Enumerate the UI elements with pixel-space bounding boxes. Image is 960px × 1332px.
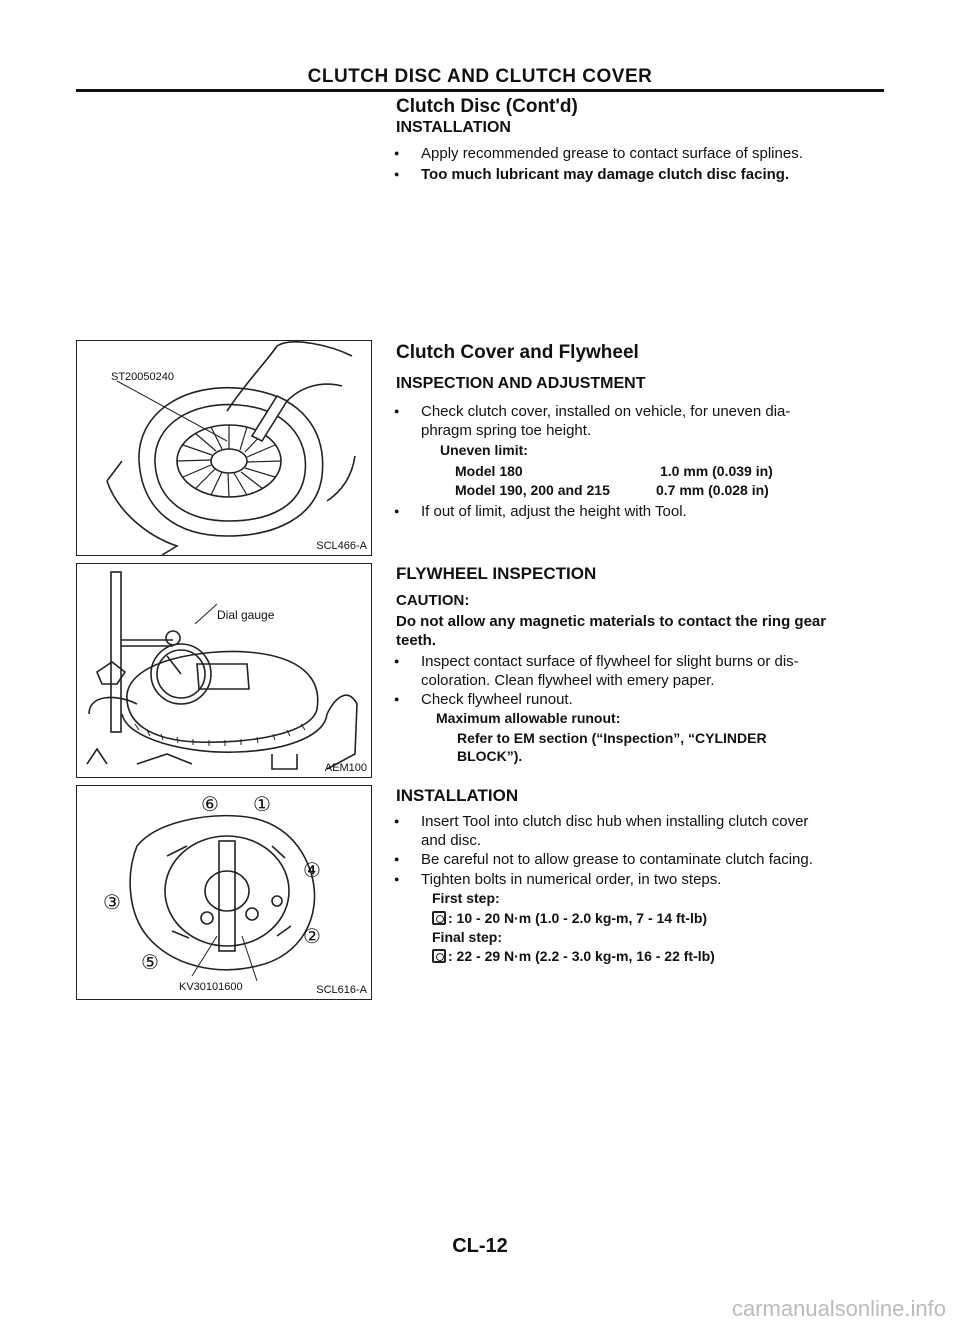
limit-model-190: Model 190, 200 and 215 bbox=[455, 482, 610, 498]
torque-wrench-icon bbox=[432, 911, 446, 925]
bullet-insert-tool: Insert Tool into clutch disc hub when in… bbox=[392, 812, 808, 850]
figure-flywheel-runout: Dial gauge AEM100 bbox=[76, 563, 372, 778]
bullet-be-careful: Be careful not to allow grease to contam… bbox=[392, 850, 813, 869]
watermark: carmanualsonline.info bbox=[731, 1296, 946, 1321]
uneven-limit-label: Uneven limit: bbox=[440, 442, 528, 458]
bolt-number-5: ⑤ bbox=[141, 952, 159, 974]
runout-reference: Refer to EM section (“Inspection”, “CYLI… bbox=[457, 730, 767, 764]
caution-text: Do not allow any magnetic materials to c… bbox=[396, 612, 826, 650]
bullet-text-line: phragm spring toe height. bbox=[421, 422, 592, 439]
bullet-inspect-contact-surface: Inspect contact surface of flywheel for … bbox=[392, 652, 799, 690]
bullet-text-line: Check clutch cover, installed on vehicle… bbox=[421, 403, 791, 420]
final-step-torque: : 22 - 29 N·m (2.2 - 3.0 kg-m, 16 - 22 f… bbox=[432, 948, 715, 964]
caution-label: CAUTION: bbox=[396, 592, 470, 609]
tool-label: ST20050240 bbox=[111, 371, 174, 383]
dial-gauge-illustration bbox=[86, 571, 358, 770]
bolt-number-6: ⑥ bbox=[201, 794, 219, 816]
limit-value-180: 1.0 mm (0.039 in) bbox=[660, 463, 773, 479]
bullet-text-line: and disc. bbox=[421, 832, 482, 849]
figure-clutch-cover-toe-height: ST20050240 SCL466-A bbox=[76, 340, 372, 556]
figure-code: AEM100 bbox=[324, 762, 367, 774]
limit-value-190: 0.7 mm (0.028 in) bbox=[656, 482, 769, 498]
bullet-check-runout: Check flywheel runout. bbox=[392, 690, 573, 709]
final-step-value: : 22 - 29 N·m (2.2 - 3.0 kg-m, 16 - 22 f… bbox=[448, 948, 715, 964]
bullet-tighten-bolts: Tighten bolts in numerical order, in two… bbox=[392, 870, 721, 889]
dial-gauge-label: Dial gauge bbox=[217, 608, 275, 622]
bolt-number-1: ① bbox=[253, 794, 271, 816]
limit-model-180: Model 180 bbox=[455, 463, 523, 479]
bullet-text-line: Insert Tool into clutch disc hub when in… bbox=[421, 813, 809, 830]
final-step-label: Final step: bbox=[432, 929, 503, 945]
inspection-adjustment-heading: INSPECTION AND ADJUSTMENT bbox=[396, 375, 646, 392]
page-number: CL-12 bbox=[452, 1235, 508, 1257]
page-title: CLUTCH DISC AND CLUTCH COVER bbox=[307, 66, 653, 87]
clutch-cover-illustration bbox=[106, 341, 356, 555]
bullet-out-of-limit: If out of limit, adjust the height with … bbox=[392, 502, 687, 521]
bullet-text-line: coloration. Clean flywheel with emery pa… bbox=[421, 672, 715, 689]
flywheel-inspection-heading: FLYWHEEL INSPECTION bbox=[396, 564, 597, 583]
bolt-number-2: ② bbox=[303, 926, 321, 948]
section-heading-clutch-disc: Clutch Disc (Cont'd) bbox=[396, 96, 578, 117]
first-step-value: : 10 - 20 N·m (1.0 - 2.0 kg-m, 7 - 14 ft… bbox=[448, 910, 708, 926]
section-heading-cover-flywheel: Clutch Cover and Flywheel bbox=[396, 342, 639, 363]
runout-label: Maximum allowable runout: bbox=[436, 710, 621, 726]
first-step-torque: : 10 - 20 N·m (1.0 - 2.0 kg-m, 7 - 14 ft… bbox=[432, 910, 707, 926]
bolt-number-4: ④ bbox=[303, 860, 321, 882]
torque-wrench-icon bbox=[432, 949, 446, 963]
caution-line: teeth. bbox=[396, 632, 437, 649]
figure-code: SCL616-A bbox=[316, 984, 367, 996]
title-rule bbox=[76, 89, 884, 92]
bolt-number-3: ③ bbox=[103, 892, 121, 914]
bullet-too-much-lubricant: Too much lubricant may damage clutch dis… bbox=[392, 165, 789, 184]
installation-heading-1: INSTALLATION bbox=[396, 119, 511, 136]
figure-bolt-tightening-order: ⑥ ① ④ ③ ② ⑤ KV30101600 SCL616-A bbox=[76, 785, 372, 1000]
bullet-text-line: Inspect contact surface of flywheel for … bbox=[421, 653, 799, 670]
bullet-apply-grease: Apply recommended grease to contact surf… bbox=[392, 144, 803, 163]
clutch-cover-bolt-illustration bbox=[129, 814, 316, 982]
bullet-check-clutch-cover: Check clutch cover, installed on vehicle… bbox=[392, 402, 790, 440]
installation-heading-2: INSTALLATION bbox=[396, 786, 519, 805]
runout-line: BLOCK”). bbox=[457, 748, 523, 764]
first-step-label: First step: bbox=[432, 890, 500, 906]
figure-code: SCL466-A bbox=[316, 540, 367, 552]
tool-label: KV30101600 bbox=[179, 981, 243, 993]
runout-line: Refer to EM section (“Inspection”, “CYLI… bbox=[457, 730, 767, 746]
caution-line: Do not allow any magnetic materials to c… bbox=[396, 613, 827, 630]
